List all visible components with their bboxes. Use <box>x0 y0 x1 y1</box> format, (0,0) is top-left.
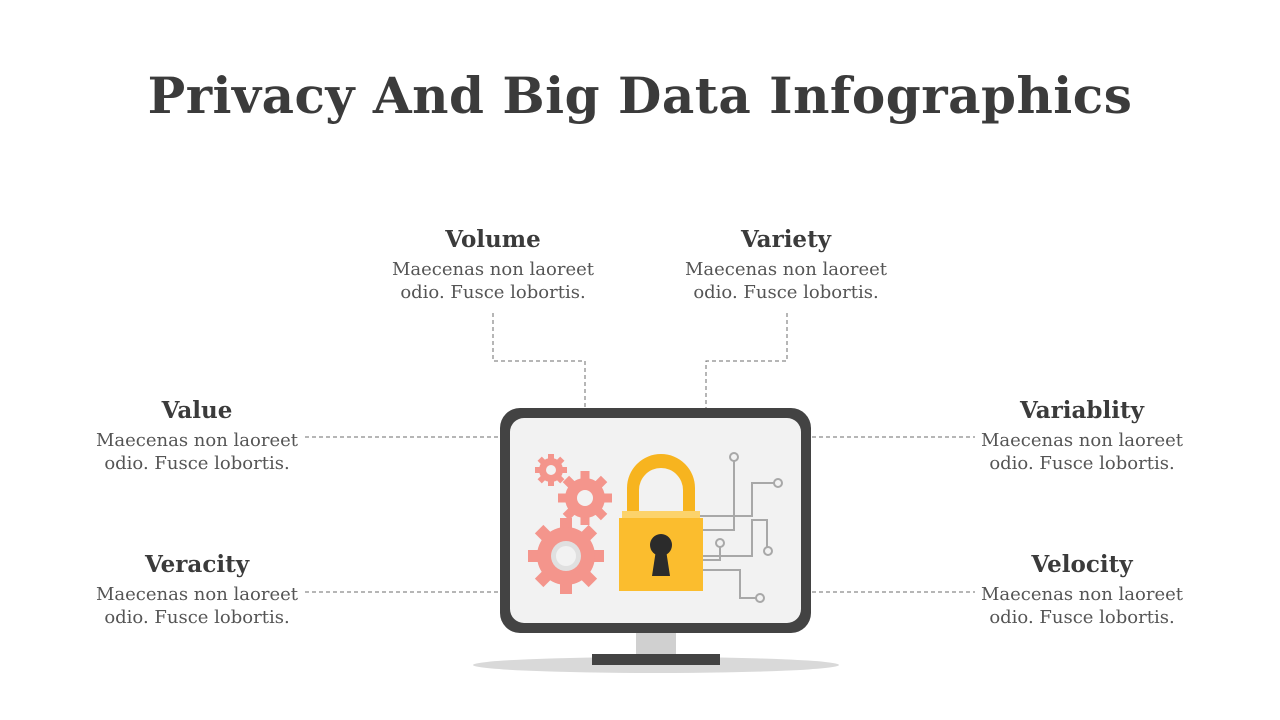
item-volume: Volume Maecenas non laoreet odio. Fusce … <box>373 225 613 304</box>
page-title: Privacy And Big Data Infographics <box>147 66 1133 125</box>
item-variety-desc: Maecenas non laoreet odio. Fusce loborti… <box>666 258 906 304</box>
monitor-stand-neck <box>636 630 676 656</box>
padlock-icon <box>619 454 703 591</box>
keyhole-slot <box>652 550 670 576</box>
item-value-desc-line2: odio. Fusce lobortis. <box>104 453 290 474</box>
item-variety: Variety Maecenas non laoreet odio. Fusce… <box>666 225 906 304</box>
item-veracity-label: Veracity <box>144 551 250 578</box>
circuit-icon <box>700 452 783 603</box>
item-velocity-label: Velocity <box>1031 551 1133 578</box>
keyhole-icon <box>650 534 672 556</box>
gear-medium-icon <box>558 471 612 525</box>
item-variablity-desc-line2: odio. Fusce lobortis. <box>989 453 1175 474</box>
item-veracity-desc: Maecenas non laoreet odio. Fusce loborti… <box>77 583 317 629</box>
item-volume-desc-line1: Maecenas non laoreet <box>391 259 595 280</box>
item-volume-desc: Maecenas non laoreet odio. Fusce loborti… <box>373 258 613 304</box>
item-veracity-desc-line2: odio. Fusce lobortis. <box>104 607 290 628</box>
item-volume-desc-line2: odio. Fusce lobortis. <box>400 282 586 303</box>
item-value-label: Value <box>161 397 233 424</box>
gear-large-icon <box>528 518 604 594</box>
item-variablity: Variablity Maecenas non laoreet odio. Fu… <box>962 396 1202 475</box>
item-veracity-desc-line1: Maecenas non laoreet <box>95 584 299 605</box>
gear-small-icon <box>535 454 567 486</box>
item-variablity-label: Variablity <box>1020 397 1144 424</box>
item-value-desc: Maecenas non laoreet odio. Fusce loborti… <box>77 429 317 475</box>
monitor-stand-base <box>592 654 720 665</box>
item-variety-desc-line2: odio. Fusce lobortis. <box>693 282 879 303</box>
padlock-shackle <box>627 454 695 517</box>
item-velocity-desc-line2: odio. Fusce lobortis. <box>989 607 1175 628</box>
item-variety-label: Variety <box>740 226 832 253</box>
item-value: Value Maecenas non laoreet odio. Fusce l… <box>77 396 317 475</box>
item-velocity-desc: Maecenas non laoreet odio. Fusce loborti… <box>962 583 1202 629</box>
item-variablity-desc-line1: Maecenas non laoreet <box>980 430 1184 451</box>
connector-variety <box>705 313 788 408</box>
connectors <box>305 313 975 593</box>
item-value-desc-line1: Maecenas non laoreet <box>95 430 299 451</box>
item-velocity: Velocity Maecenas non laoreet odio. Fusc… <box>962 550 1202 629</box>
item-variety-desc-line1: Maecenas non laoreet <box>684 259 888 280</box>
item-velocity-desc-line1: Maecenas non laoreet <box>980 584 1184 605</box>
item-veracity: Veracity Maecenas non laoreet odio. Fusc… <box>77 550 317 629</box>
item-variablity-desc: Maecenas non laoreet odio. Fusce loborti… <box>962 429 1202 475</box>
connector-volume <box>492 313 586 408</box>
item-volume-label: Volume <box>445 226 541 253</box>
padlock-body-top <box>622 511 700 519</box>
gear-icon <box>528 454 612 594</box>
